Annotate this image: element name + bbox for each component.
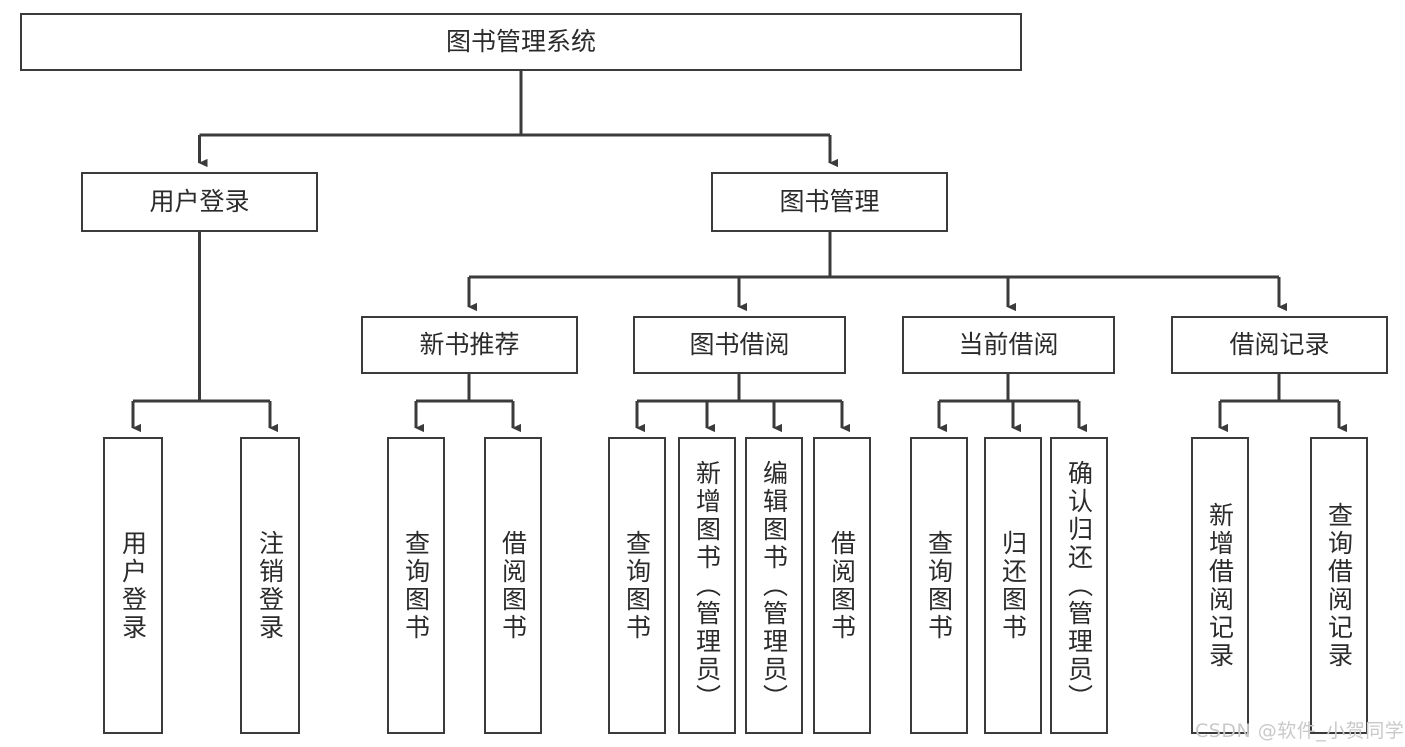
node-label: 编辑图书（管理员） [759,459,789,712]
node-new-book-recommendation[interactable]: 新书推荐 [361,316,578,374]
leaf-node[interactable]: 查询图书 [608,437,666,734]
leaf-node[interactable]: 注销登录 [240,437,300,734]
node-current-borrowing[interactable]: 当前借阅 [902,316,1115,374]
node-root-system[interactable]: 图书管理系统 [20,13,1022,71]
leaf-node[interactable]: 借阅图书 [484,437,542,734]
leaf-node[interactable]: 查询图书 [910,437,968,734]
leaf-node[interactable]: 确认归还（管理员） [1050,437,1108,734]
node-label: 新书推荐 [419,330,520,360]
node-label: 新增图书（管理员） [692,459,722,712]
node-label: 用户登录 [118,529,148,642]
node-label: 查询借阅记录 [1324,501,1354,670]
leaf-node[interactable]: 查询借阅记录 [1310,437,1368,734]
node-book-management[interactable]: 图书管理 [711,172,948,232]
node-label: 图书管理 [779,187,880,217]
leaf-node[interactable]: 用户登录 [103,437,163,734]
node-label: 借阅图书 [827,529,857,642]
leaf-node[interactable]: 编辑图书（管理员） [745,437,803,734]
node-label: 查询图书 [924,529,954,642]
node-label: 用户登录 [149,187,250,217]
node-label: 图书借阅 [689,330,790,360]
csdn-watermark: CSDN @软件_小贺同学 [1195,720,1405,742]
node-label: 借阅图书 [498,529,528,642]
node-label: 借阅记录 [1229,330,1330,360]
node-book-borrowing[interactable]: 图书借阅 [633,316,846,374]
node-label: 新增借阅记录 [1205,501,1235,670]
node-label: 确认归还（管理员） [1064,459,1094,712]
leaf-node[interactable]: 新增图书（管理员） [678,437,736,734]
node-label: 查询图书 [401,529,431,642]
leaf-node[interactable]: 查询图书 [387,437,445,734]
node-label: 图书管理系统 [445,27,596,57]
node-label: 当前借阅 [958,330,1059,360]
node-label: 注销登录 [255,529,285,642]
leaf-node[interactable]: 归还图书 [984,437,1042,734]
node-user-login[interactable]: 用户登录 [81,172,318,232]
leaf-node[interactable]: 新增借阅记录 [1191,437,1249,734]
node-label: 归还图书 [998,529,1028,642]
leaf-node[interactable]: 借阅图书 [813,437,871,734]
node-borrowing-records[interactable]: 借阅记录 [1171,316,1388,374]
node-label: 查询图书 [622,529,652,642]
